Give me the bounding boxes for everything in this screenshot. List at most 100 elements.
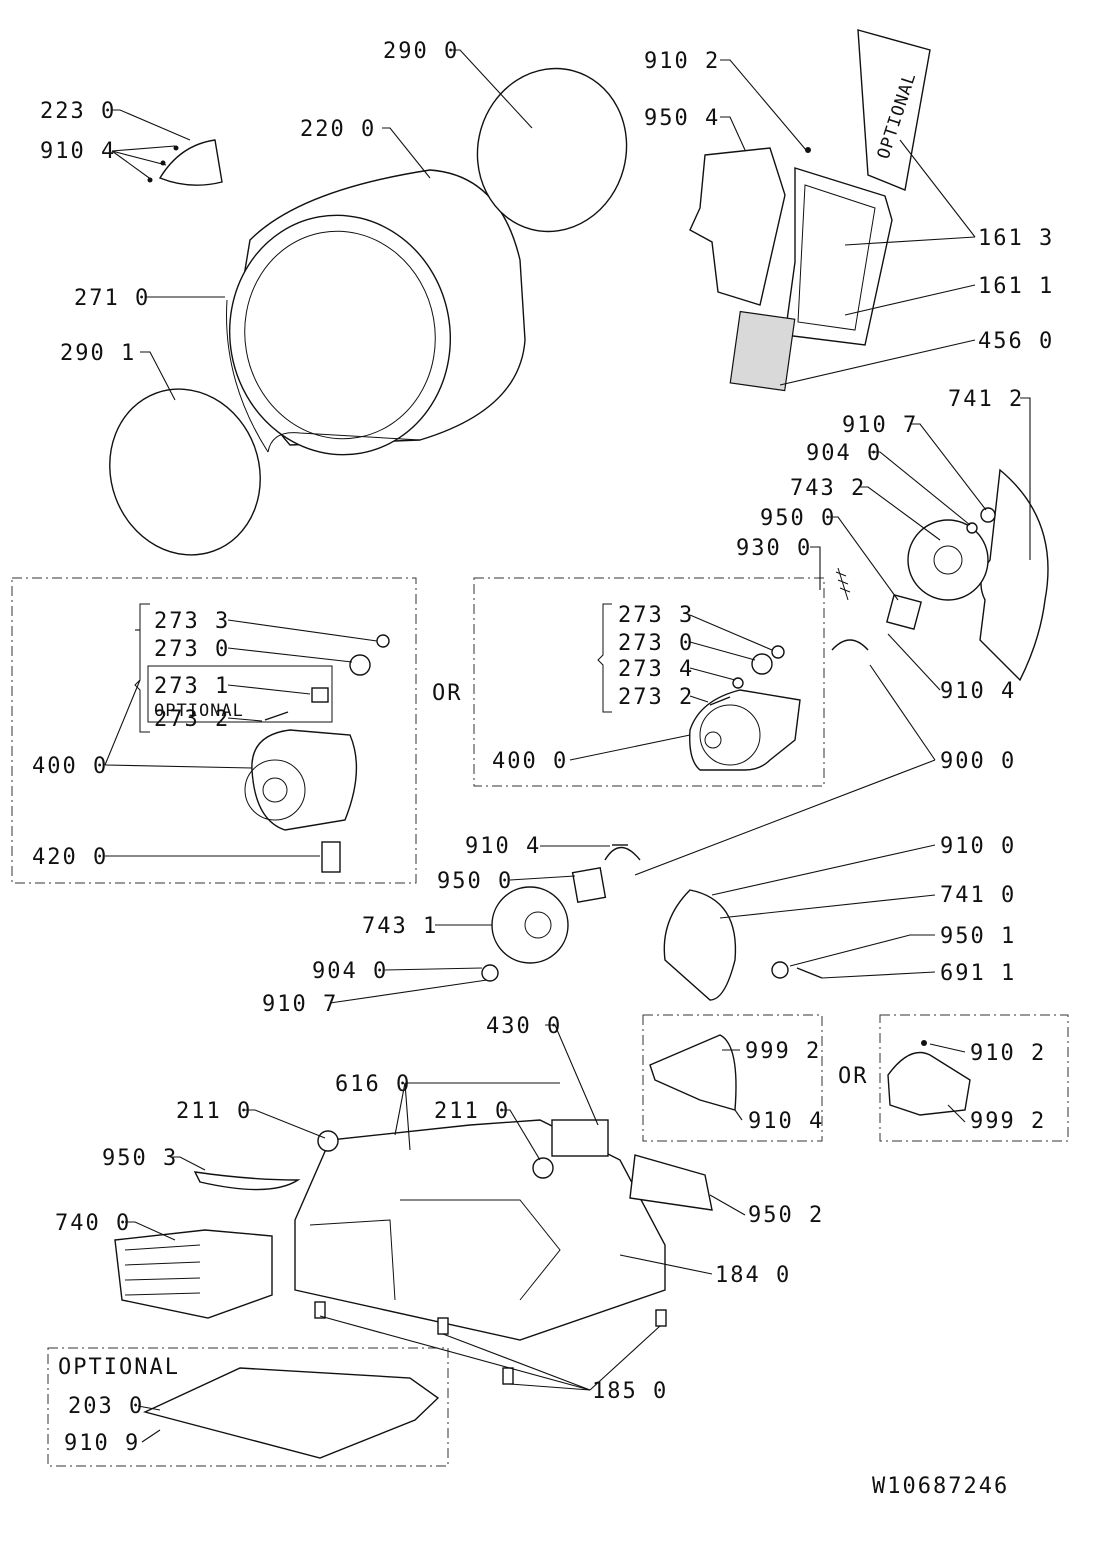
foot-1 — [314, 1301, 326, 1319]
label-950-4: 950 4 — [644, 106, 720, 131]
label-743-2: 743 2 — [790, 476, 866, 501]
thermal-fuse-housing — [729, 310, 796, 392]
label-273-4: 273 4 — [618, 657, 694, 682]
switch-430-0 — [551, 1119, 609, 1157]
nut-lower — [481, 964, 499, 982]
label-741-0: 741 0 — [940, 883, 1016, 908]
duct-option-box-left — [642, 1014, 823, 1142]
drum-belt-front — [109, 388, 261, 556]
duct-right — [887, 1051, 971, 1116]
bracket-left — [134, 603, 150, 733]
duct-option-box-right — [879, 1014, 1069, 1142]
washer-upper — [966, 522, 978, 534]
drum — [226, 169, 526, 456]
foot-3 — [655, 1309, 667, 1327]
label-273-2-b: 273 2 — [618, 685, 694, 710]
label-211-0-a: 211 0 — [176, 1099, 252, 1124]
nut-upper — [980, 507, 996, 523]
label-910-4-b: 910 4 — [940, 679, 1016, 704]
label-273-0-a: 273 0 — [154, 637, 230, 662]
label-223-0: 223 0 — [40, 99, 116, 124]
label-273-3-a: 273 3 — [154, 609, 230, 634]
base-frame — [294, 1119, 666, 1341]
label-161-1: 161 1 — [978, 274, 1054, 299]
label-161-3: 161 3 — [978, 226, 1054, 251]
condenser-740-0 — [114, 1229, 273, 1319]
label-999-2-a: 999 2 — [745, 1039, 821, 1064]
label-950-3: 950 3 — [102, 1146, 178, 1171]
label-910-7-b: 910 7 — [262, 992, 338, 1017]
motor-right — [689, 689, 801, 771]
label-211-0-b: 211 0 — [434, 1099, 510, 1124]
label-290-1: 290 1 — [60, 341, 136, 366]
label-271-0: 271 0 — [74, 286, 150, 311]
roller-right — [532, 1157, 554, 1179]
label-616-0: 616 0 — [335, 1072, 411, 1097]
optional-base-box — [47, 1347, 449, 1467]
label-741-2: 741 2 — [948, 387, 1024, 412]
label-904-0-b: 904 0 — [312, 959, 388, 984]
rear-panel — [784, 167, 893, 346]
blower-wheel-upper — [907, 519, 989, 601]
spring — [835, 567, 851, 601]
motor-left — [244, 729, 358, 831]
label-or-a: OR — [432, 681, 463, 706]
label-950-1: 950 1 — [940, 924, 1016, 949]
clamp-lower — [604, 846, 641, 861]
pulley-273-0-left — [349, 654, 371, 676]
label-185-0: 185 0 — [592, 1379, 668, 1404]
blower-wheel-lower — [491, 886, 569, 964]
label-456-0: 456 0 — [978, 329, 1054, 354]
label-900-0: 900 0 — [940, 749, 1016, 774]
document-number: W10687246 — [872, 1474, 1009, 1499]
label-999-2-b: 999 2 — [970, 1109, 1046, 1134]
label-930-0: 930 0 — [736, 536, 812, 561]
label-420-0: 420 0 — [32, 845, 108, 870]
label-273-1: 273 1 — [154, 674, 230, 699]
label-910-2-b: 910 2 — [970, 1041, 1046, 1066]
label-740-0: 740 0 — [55, 1211, 131, 1236]
duct-screw-top — [921, 1040, 927, 1046]
rear-screw — [805, 147, 811, 153]
optional-bearing-box — [147, 665, 333, 723]
label-203-0: 203 0 — [68, 1394, 144, 1419]
rear-gasket — [689, 147, 786, 306]
label-273-0-b: 273 0 — [618, 631, 694, 656]
capacitor-420-0 — [321, 841, 341, 873]
blower-housing-upper — [979, 468, 1049, 682]
label-optional-a: OPTIONAL — [154, 701, 244, 721]
blower-wheel-upper-hub — [933, 545, 963, 575]
seal-lower — [571, 866, 607, 904]
label-743-1: 743 1 — [362, 914, 438, 939]
label-950-0-b: 950 0 — [437, 869, 513, 894]
seal-950-3 — [193, 1171, 301, 1191]
rear-panel-inner — [797, 184, 876, 331]
label-optional-b: OPTIONAL — [58, 1355, 180, 1380]
label-910-7-a: 910 7 — [842, 413, 918, 438]
bearing-273-1 — [311, 687, 329, 703]
clamp-upper — [831, 639, 869, 651]
label-910-4-c: 910 4 — [465, 834, 541, 859]
pulley-273-0-right — [751, 653, 773, 675]
label-273-2-a: 273 2 — [154, 707, 230, 732]
bolt-273-2-left — [264, 711, 289, 721]
roller-left — [317, 1130, 339, 1152]
bracket-right — [597, 603, 612, 713]
label-430-0: 430 0 — [486, 1014, 562, 1039]
seal-950-2 — [629, 1154, 713, 1211]
motor-option-box-right — [473, 577, 825, 787]
label-910-4-d: 910 4 — [748, 1109, 824, 1134]
label-290-0: 290 0 — [383, 39, 459, 64]
label-273-3-b: 273 3 — [618, 603, 694, 628]
nut-273-3-right — [771, 645, 785, 659]
label-691-1: 691 1 — [940, 961, 1016, 986]
foot-2 — [437, 1317, 449, 1335]
label-950-0-a: 950 0 — [760, 506, 836, 531]
optional-panel-insert — [857, 29, 931, 191]
seal-upper — [885, 593, 923, 631]
label-400-0-a: 400 0 — [32, 754, 108, 779]
label-or-b: OR — [838, 1064, 869, 1089]
label-910-0: 910 0 — [940, 834, 1016, 859]
drum-baffle — [147, 139, 223, 186]
